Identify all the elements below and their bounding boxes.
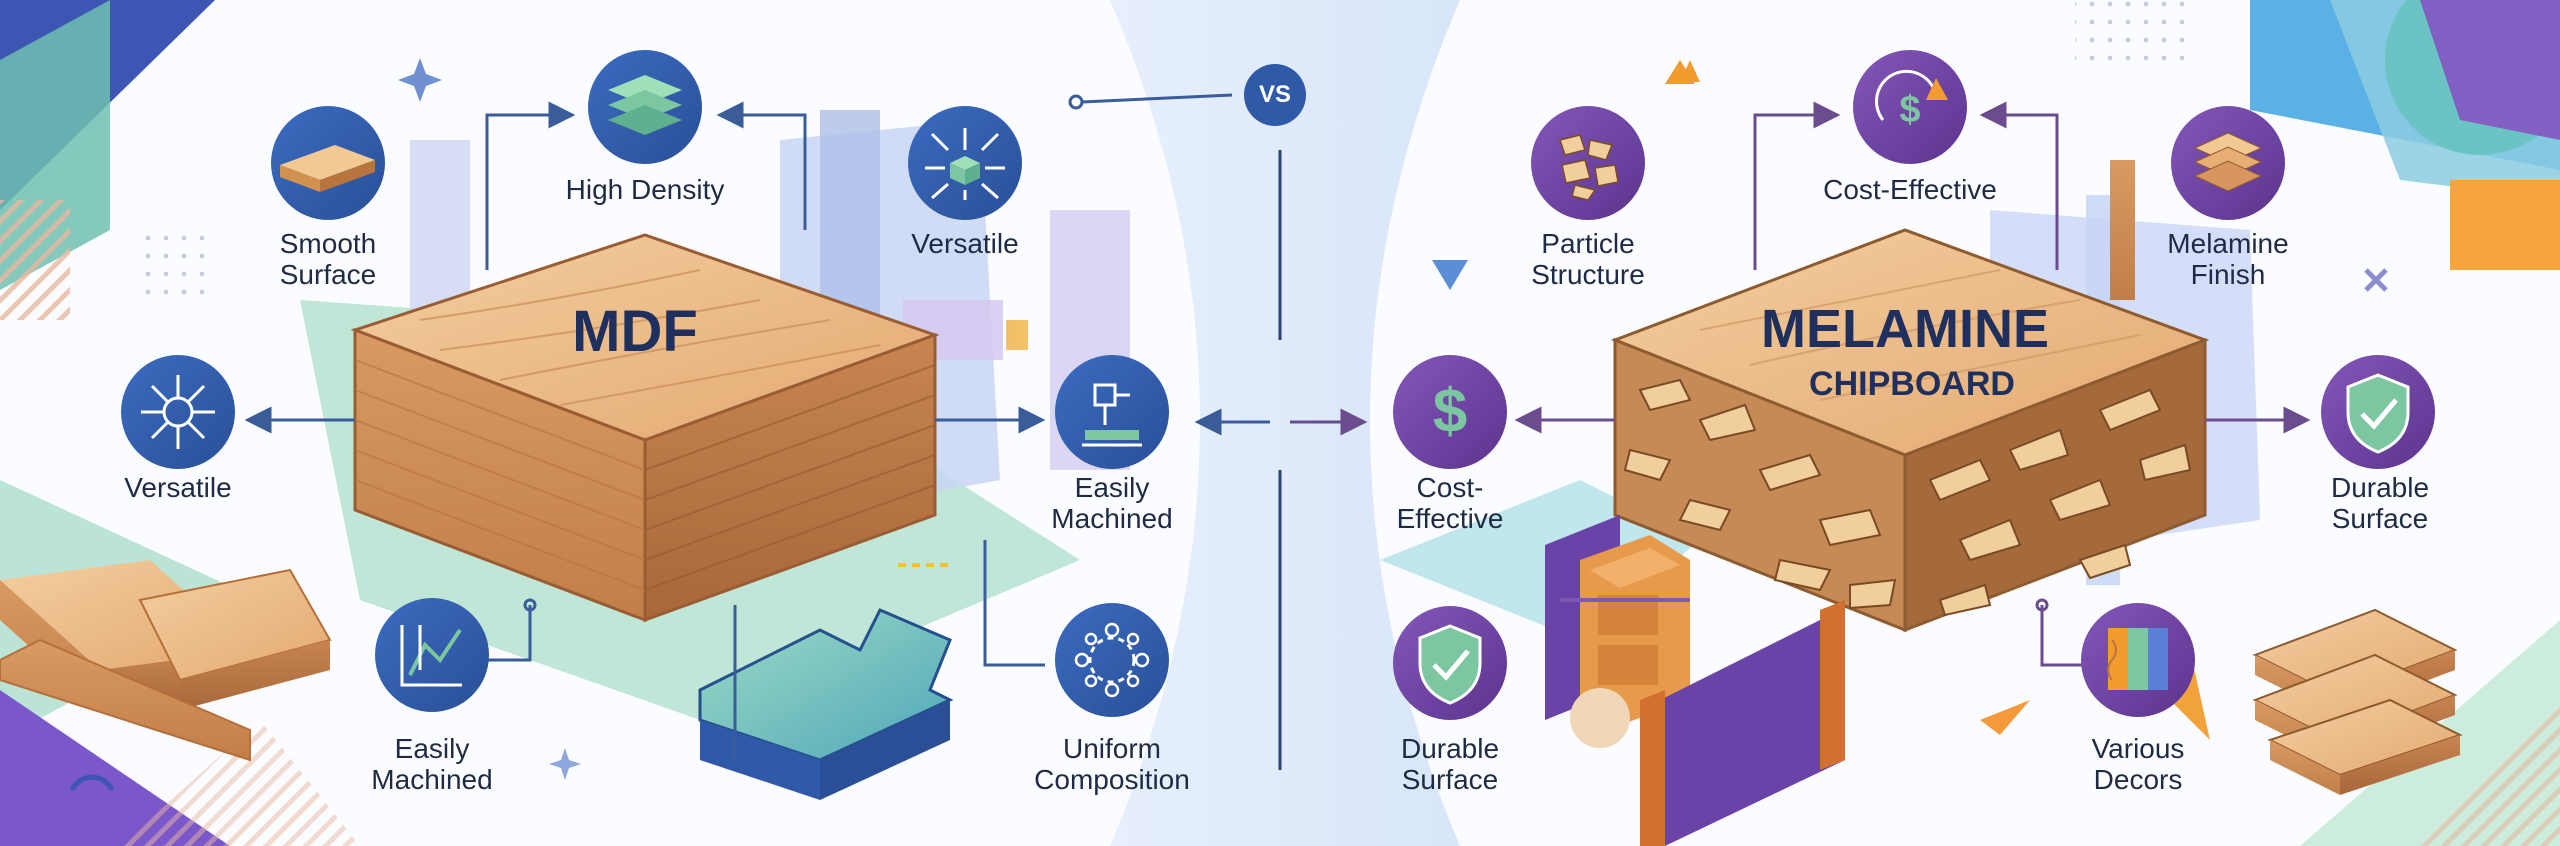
label-versatile-left: Versatile xyxy=(124,472,232,503)
label-melamine-finish: Melamine Finish xyxy=(2167,228,2289,290)
shield-check-icon xyxy=(2321,355,2435,469)
mdf-board xyxy=(350,233,940,623)
label-smooth-surface: Smooth Surface xyxy=(279,228,377,290)
melamine-subtitle: CHIPBOARD xyxy=(1809,365,2015,403)
board-icon xyxy=(271,106,385,220)
wood-planks-left xyxy=(0,560,332,762)
label-durable-surface-bottom: Durable Surface xyxy=(1400,733,1500,795)
label-high-density: High Density xyxy=(565,174,725,205)
decor-swatches-icon xyxy=(2081,603,2195,717)
melamine-title: MELAMINE xyxy=(1761,299,2049,359)
sparkle-icon xyxy=(549,748,581,780)
expand-arrows-icon xyxy=(908,106,1022,220)
cabinet-illustration xyxy=(1545,515,1845,846)
shield-check-icon xyxy=(1393,606,1507,720)
machining-graph-icon xyxy=(375,598,489,712)
label-durable-surface-right: Durab⁣le Surface xyxy=(2330,472,2430,534)
label-particle-structure: Particle Structure xyxy=(1531,228,1645,290)
puzzle-shape xyxy=(698,608,954,800)
label-various-decors: Various Decors xyxy=(2091,733,2185,795)
label-cost-effective-left: Cost- Effective xyxy=(1396,472,1504,534)
compass-arrows-icon xyxy=(121,355,235,469)
svg-text:$: $ xyxy=(1899,89,1920,131)
label-versatile-top: Versatile xyxy=(911,228,1019,259)
svg-text:$: $ xyxy=(1433,377,1467,446)
label-easily-machined-right: Easily Machined xyxy=(1051,472,1173,534)
dollar-icon: $ xyxy=(1393,355,1507,469)
melamine-board xyxy=(1610,228,2210,633)
label-easily-machined-bottom: Easily Machined xyxy=(371,733,493,795)
label-cost-effective-top: Cost-Effective xyxy=(1823,174,1997,205)
uniform-circle-icon xyxy=(1055,603,1169,717)
sparkle-icon xyxy=(398,58,442,102)
dollar-cycle-icon: $ xyxy=(1853,50,1967,164)
wood-chips-icon xyxy=(1531,106,1645,220)
mdf-title: MDF xyxy=(572,299,698,364)
stacked-panels-icon xyxy=(2171,106,2285,220)
stacked-panels-illustration xyxy=(2252,608,2463,795)
layers-icon xyxy=(588,50,702,164)
label-uniform-composition: Uniform Composition xyxy=(1034,733,1190,795)
cnc-machine-icon xyxy=(1055,355,1169,469)
vs-badge: VS xyxy=(1244,64,1306,126)
